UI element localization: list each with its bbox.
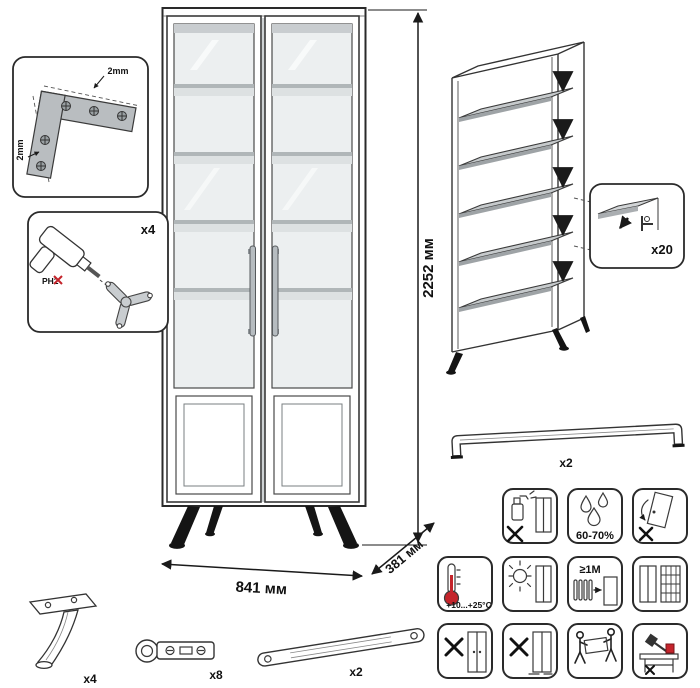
care-icons-grid: 60-70% +10...+25°C bbox=[437, 488, 688, 679]
drill-count-label: x4 bbox=[141, 222, 156, 237]
temperature-range-icon: +10...+25°C bbox=[437, 556, 493, 612]
leg-part: x4 bbox=[28, 593, 98, 686]
drill-bit-label: PH2 bbox=[42, 276, 59, 286]
leg-mount-plate-icon bbox=[105, 281, 153, 329]
handle-bar-icon bbox=[451, 423, 684, 457]
height-dimension-label: 2252 мм bbox=[420, 238, 437, 298]
shelf-pin-callout: x20 bbox=[573, 183, 685, 269]
ph2-bit-icon bbox=[53, 275, 63, 285]
strap-part: x2 bbox=[257, 628, 425, 679]
shelf-pin-detail bbox=[597, 197, 659, 231]
heater-distance-icon: ≥1M bbox=[567, 556, 623, 612]
leg-count-label: x4 bbox=[83, 672, 97, 686]
depth-dimension-label: 381 мм bbox=[382, 536, 426, 576]
cabinet-front-view bbox=[161, 7, 367, 549]
dimension-height: 2252 мм bbox=[362, 9, 437, 546]
corner-bracket-callout: 2mm 2mm bbox=[12, 56, 149, 198]
exploded-cabinet-legs bbox=[446, 316, 590, 375]
left-door-shelves bbox=[174, 84, 254, 300]
left-door-handle-icon bbox=[248, 245, 256, 337]
width-dimension-label: 841 мм bbox=[235, 579, 287, 599]
right-door-handle-icon bbox=[272, 245, 279, 337]
bracket-screws bbox=[36, 101, 127, 171]
hinge-part: x8 bbox=[135, 639, 223, 682]
cabinet-legs bbox=[169, 506, 359, 549]
dimension-width: 841 мм bbox=[160, 559, 364, 599]
heater-distance-label: ≥1M bbox=[579, 564, 600, 576]
right-glass-pane bbox=[271, 23, 353, 389]
door-gap bbox=[262, 18, 266, 502]
right-door-shelves bbox=[272, 84, 352, 300]
temperature-range-label: +10...+25°C bbox=[446, 600, 491, 610]
handle-part: x2 bbox=[450, 423, 685, 470]
drill-icon bbox=[29, 225, 101, 279]
shelf-pin-count-label: x20 bbox=[651, 242, 673, 257]
corner-bracket-part bbox=[26, 90, 137, 179]
strap-count-label: x2 bbox=[349, 665, 363, 679]
tilted-shelves bbox=[458, 71, 574, 312]
avoid-sunlight-icon bbox=[502, 556, 558, 612]
no-dragging-icon bbox=[502, 623, 558, 679]
no-climbing-icon bbox=[437, 623, 493, 679]
right-glass-door bbox=[264, 15, 360, 503]
left-glass-pane bbox=[173, 23, 255, 389]
handle-count-label: x2 bbox=[559, 456, 573, 470]
two-person-carry-icon bbox=[567, 623, 623, 679]
no-hammer-assembly-icon bbox=[632, 623, 688, 679]
bracket-side-offset-label: 2mm bbox=[15, 139, 25, 160]
bracket-top-offset-label: 2mm bbox=[107, 66, 128, 76]
hinge-count-label: x8 bbox=[209, 668, 223, 682]
left-glass-door bbox=[166, 15, 262, 503]
ventilation-clearance-icon bbox=[632, 556, 688, 612]
no-wet-cleaning-icon bbox=[502, 488, 558, 544]
no-door-removal-icon bbox=[632, 488, 688, 544]
drill-callout: x4 PH2 bbox=[27, 211, 169, 333]
humidity-icon: 60-70% bbox=[567, 488, 623, 544]
dimension-depth: 381 мм bbox=[371, 522, 435, 577]
humidity-value-label: 60-70% bbox=[576, 530, 614, 542]
cabinet-exploded-view bbox=[446, 41, 590, 375]
